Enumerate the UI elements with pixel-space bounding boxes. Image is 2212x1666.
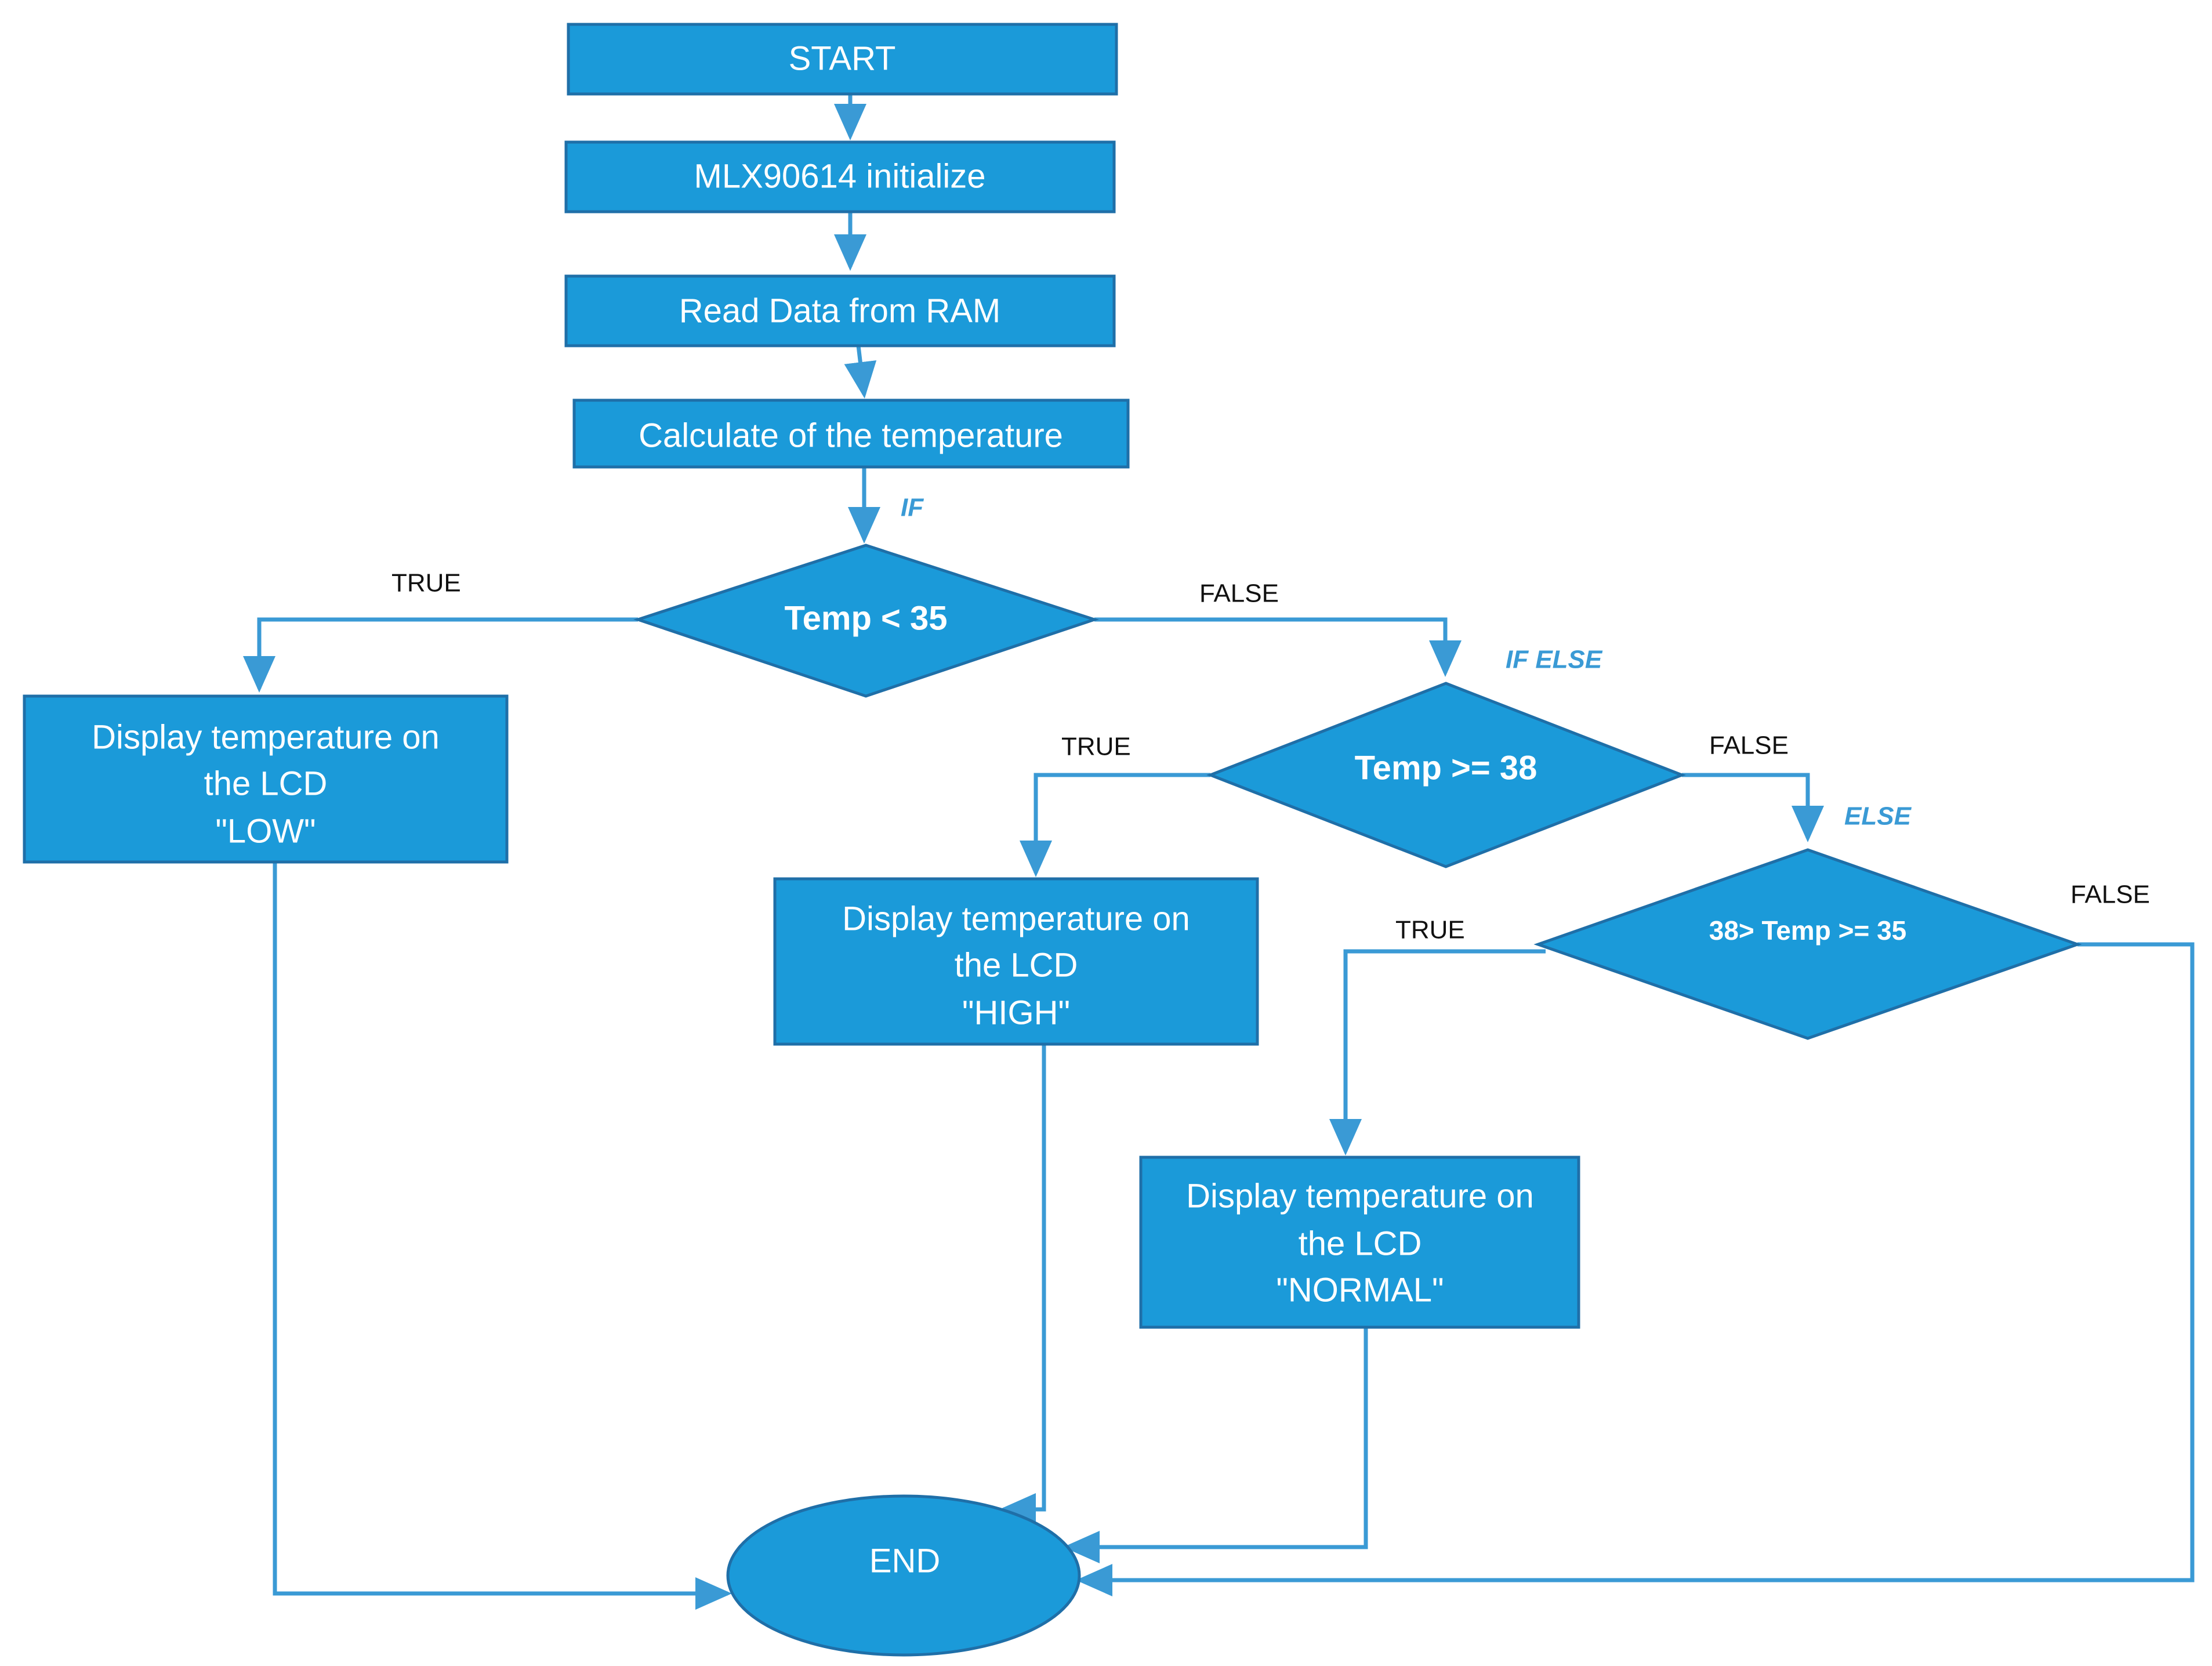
decision-3-true-label: TRUE [1395, 916, 1465, 944]
edge-normal-to-end [1063, 1327, 1368, 1563]
display-low-node: Display temperature on the LCD "LOW" [23, 694, 509, 864]
start-node: START [567, 23, 1118, 96]
decision-1-true-label: TRUE [391, 569, 461, 597]
display-high-line-2: the LCD [955, 946, 1078, 984]
display-normal-line-2: the LCD [1299, 1225, 1422, 1262]
edge-decision-1-false-to-decision-2 [1094, 617, 1462, 677]
display-normal-node: Display temperature on the LCD "NORMAL" [1139, 1156, 1580, 1329]
decision-2-true-label: TRUE [1061, 733, 1131, 761]
edge-low-to-end [273, 862, 732, 1610]
decision-2-false-label: FALSE [1709, 731, 1789, 760]
decision-2: Temp >= 38 [1206, 682, 1686, 868]
if-else-keyword: IF ELSE [1506, 646, 1603, 674]
edge-read-to-calc [844, 345, 877, 399]
end-label: END [869, 1542, 940, 1580]
edge-decision-3-false-to-end [1076, 942, 2195, 1596]
display-low-line-3: "LOW" [215, 812, 316, 850]
calc-label: Calculate of the temperature [639, 416, 1063, 454]
calc-node: Calculate of the temperature [572, 399, 1130, 469]
display-normal-line-1: Display temperature on [1186, 1177, 1534, 1215]
display-low-line-1: Display temperature on [92, 718, 440, 756]
if-keyword: IF [901, 494, 924, 522]
edge-decision-2-true-to-high [1020, 773, 1210, 877]
edge-decision-3-true-to-normal [1329, 949, 1546, 1156]
start-label: START [789, 39, 896, 77]
read-node: Read Data from RAM [564, 274, 1116, 347]
display-normal-line-3: "NORMAL" [1276, 1271, 1444, 1309]
decision-3: 38> Temp >= 35 [1533, 848, 2082, 1040]
decision-1: Temp < 35 [633, 544, 1099, 698]
decision-3-label: 38> Temp >= 35 [1709, 915, 1907, 946]
read-label: Read Data from RAM [679, 292, 1000, 329]
decision-1-label: Temp < 35 [785, 599, 948, 637]
decision-2-label: Temp >= 38 [1355, 749, 1537, 787]
edge-decision-2-false-to-decision-3 [1682, 773, 1824, 842]
edge-decision-1-true-to-low [243, 617, 638, 693]
display-low-line-2: the LCD [204, 765, 328, 802]
edge-high-to-end [999, 1044, 1046, 1526]
display-high-line-1: Display temperature on [842, 900, 1190, 937]
decision-1-false-label: FALSE [1199, 580, 1279, 608]
else-keyword: ELSE [1844, 802, 1912, 831]
init-node: MLX90614 initialize [564, 140, 1116, 213]
end-node: END [726, 1494, 1081, 1657]
init-label: MLX90614 initialize [694, 157, 986, 195]
decision-3-false-label: FALSE [2070, 881, 2150, 909]
connectors [243, 94, 2195, 1610]
display-high-line-3: "HIGH" [962, 994, 1070, 1031]
display-high-node: Display temperature on the LCD "HIGH" [773, 877, 1259, 1046]
